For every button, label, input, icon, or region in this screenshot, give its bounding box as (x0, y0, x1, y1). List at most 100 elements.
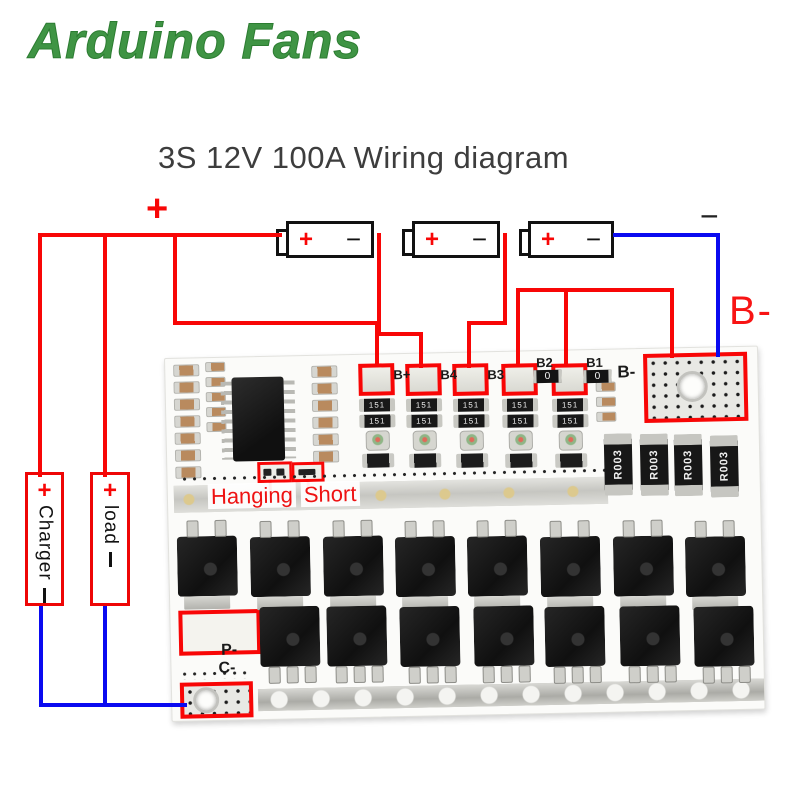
wire-negative-vert (716, 233, 720, 357)
mosfet (394, 520, 457, 611)
battery-3: + − (528, 221, 614, 258)
wire-balance-bus (516, 288, 674, 292)
silk-b4: B4 (440, 366, 458, 383)
wire-b2-drop (516, 288, 520, 365)
wire-b1-drop (564, 288, 568, 365)
wire-load-plus (103, 233, 107, 477)
smd-resistor (311, 365, 338, 378)
mosfet (544, 605, 606, 684)
sot23-transistor (456, 453, 489, 468)
charger-plus: + (37, 477, 52, 504)
wire-b4-v (377, 233, 381, 336)
battery-3-plus: + (541, 225, 556, 253)
sot23-transistor (362, 453, 395, 468)
shunt-resistor: R003 (709, 435, 740, 498)
smd-resistor (174, 415, 201, 428)
wire-charger-plus (38, 233, 42, 477)
smd-resistor (173, 381, 200, 394)
wire-bplus-drop (375, 321, 379, 367)
status-led (558, 430, 584, 451)
balance-resistor: 151 (452, 398, 490, 412)
mosfet (693, 605, 755, 684)
mosfet (619, 605, 681, 684)
pad-bplus (358, 363, 395, 396)
wire-b4-h (377, 332, 423, 336)
mosfet (473, 605, 535, 684)
sot23-transistor (409, 453, 442, 468)
battery-2-minus: − (471, 224, 487, 254)
sot23-transistor (555, 453, 588, 468)
wire-b3-drop (467, 321, 471, 368)
charger-minus-bar (43, 587, 46, 603)
smd-column-left (173, 364, 202, 479)
battery-3-minus: − (585, 224, 601, 254)
smd-resistor (173, 398, 201, 411)
sot23-transistor (505, 453, 538, 468)
silk-b2: B2 (536, 354, 553, 371)
b-minus-callout: B- (729, 289, 773, 333)
smd-column-mid (311, 365, 340, 463)
pad-column-b4: 151 151 (405, 363, 443, 468)
silk-bminus: B- (617, 362, 636, 382)
mosfet (399, 605, 461, 684)
wire-bminus-drop (670, 288, 674, 358)
silk-bplus: B+ (393, 366, 411, 383)
smd-resistor (174, 449, 202, 462)
pad-column-bplus: 151 151 (358, 363, 396, 468)
pad-b2 (501, 363, 538, 396)
smd-resistor (596, 411, 617, 422)
balance-resistor: 151 (406, 414, 443, 428)
battery-1-minus: − (345, 224, 361, 254)
load-box: + load (90, 472, 130, 606)
pack-plus-label: + (146, 188, 169, 230)
load-minus-bar (108, 551, 112, 567)
wire-charger-minus (39, 606, 43, 707)
pad-column-b3: 151 151 (452, 363, 490, 468)
silk-b1: B1 (586, 354, 603, 371)
wire-bplus-h (173, 321, 379, 325)
smd-resistor (174, 432, 201, 445)
via-cluster (179, 669, 250, 680)
mosfet (684, 520, 747, 610)
wire-b3-h (467, 321, 507, 325)
annotation-short: Short (300, 480, 360, 508)
silk-cminus: C- (218, 659, 236, 677)
balance-resistor: 151 (502, 414, 539, 428)
brand-logo: Arduino Fans (27, 13, 363, 70)
smd-resistor (205, 361, 226, 373)
wire-positive-main (38, 233, 282, 237)
battery-2-plus: + (425, 225, 440, 253)
mosfet (322, 519, 385, 610)
mosfet (326, 605, 388, 684)
charger-box: + Charger (25, 472, 64, 606)
wire-load-minus (103, 606, 107, 707)
smd-resistor (173, 364, 200, 377)
balance-resistor: 151 (359, 414, 396, 428)
shunt-resistor: R003 (603, 433, 633, 496)
mosfet (259, 605, 321, 684)
protection-ic (231, 376, 286, 462)
smd-resistor (312, 416, 339, 429)
wire-negative-bottom (39, 703, 187, 707)
smd-resistor (312, 433, 339, 446)
ic-pins-right (283, 380, 297, 459)
zero-ohm-resistor: 0 (583, 369, 612, 384)
bottom-plated-edge (257, 678, 765, 712)
mosfet (466, 519, 529, 610)
pack-minus-label: − (700, 198, 719, 234)
wire-b3-v (503, 233, 507, 325)
wire-b4-drop (419, 332, 423, 368)
status-led (508, 430, 534, 451)
pad-cminus (179, 681, 254, 719)
silk-b3: B3 (487, 366, 505, 383)
mosfet (539, 520, 602, 611)
wire-negative-main (613, 233, 720, 237)
smd-resistor (311, 382, 338, 395)
wire-bplus-v1 (173, 233, 177, 325)
pad-bminus (643, 351, 749, 423)
cminus-hole (192, 686, 220, 714)
smd-resistor (311, 399, 339, 412)
mosfet (176, 519, 238, 610)
